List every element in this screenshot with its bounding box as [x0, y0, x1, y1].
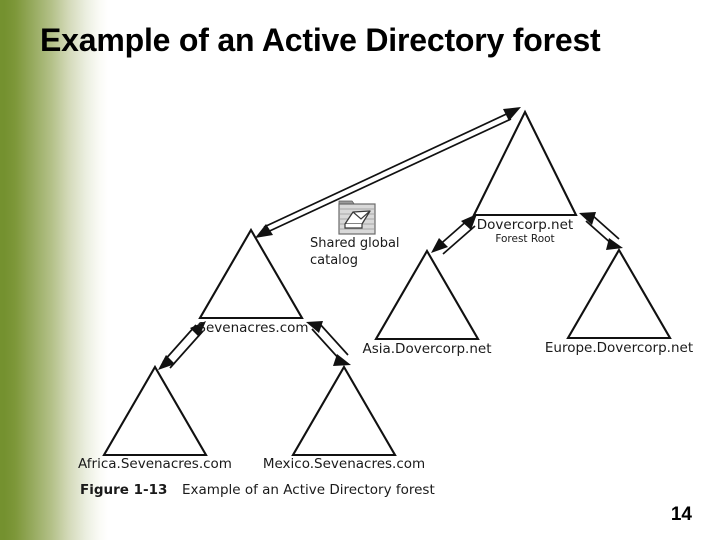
page-number: 14	[670, 504, 692, 525]
domain-dovercorp[interactable]: Dovercorp.net Forest Root	[472, 109, 578, 245]
page-title: Example of an Active Directory forest	[40, 22, 601, 58]
domain-europe[interactable]: Europe.Dovercorp.net	[545, 247, 693, 356]
catalog-label-line2: catalog	[310, 253, 358, 268]
figure-caption-label: Figure 1-13	[80, 482, 167, 498]
domain-mexico[interactable]: Mexico.Sevenacres.com	[263, 364, 425, 472]
domain-label-europe: Europe.Dovercorp.net	[545, 340, 693, 356]
domain-label-dovercorp: Dovercorp.net	[477, 217, 573, 233]
domain-africa[interactable]: Africa.Sevenacres.com	[78, 364, 232, 472]
domain-label-sevenacres: Sevenacres.com	[197, 320, 308, 336]
domain-sublabel-dovercorp: Forest Root	[495, 233, 554, 245]
shared-global-catalog-icon[interactable]	[338, 200, 376, 235]
catalog-label-line1: Shared global	[310, 236, 400, 251]
domain-label-africa: Africa.Sevenacres.com	[78, 456, 232, 472]
domain-asia[interactable]: Asia.Dovercorp.net	[362, 248, 492, 357]
figure-caption-text: Example of an Active Directory forest	[182, 482, 435, 498]
domain-label-mexico: Mexico.Sevenacres.com	[263, 456, 425, 472]
trust-arrow-sevenacres-mexico	[306, 321, 351, 366]
trust-arrow-sevenacres-dovercorp	[255, 107, 521, 238]
trust-arrow-sevenacres-africa	[158, 321, 206, 370]
trust-arrow-dovercorp-asia	[431, 214, 477, 255]
domain-label-asia: Asia.Dovercorp.net	[362, 341, 491, 357]
trust-arrow-dovercorp-europe	[579, 212, 623, 250]
domain-sevenacres[interactable]: Sevenacres.com	[197, 227, 309, 336]
